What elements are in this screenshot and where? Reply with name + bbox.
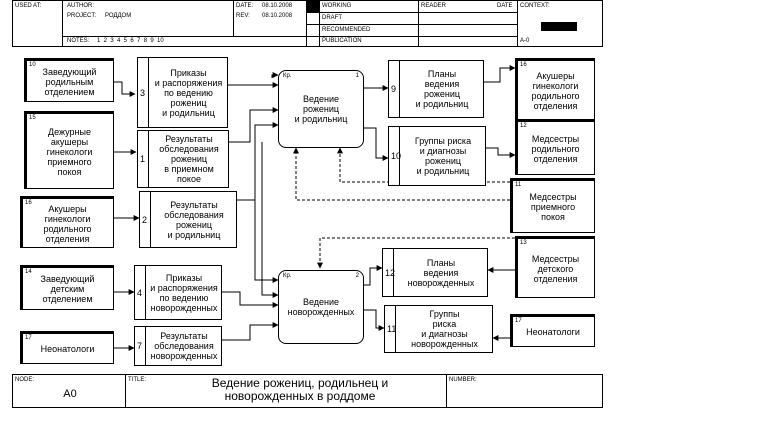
external-e14[interactable]: 14 Заведующий детским отделением <box>20 265 114 310</box>
project-label: PROJECT: <box>67 13 97 19</box>
number-label: NUMBER: <box>449 377 477 383</box>
context-node: A-0 <box>520 38 530 44</box>
external-number: 10 <box>29 62 36 68</box>
store-s1[interactable]: 1 Результаты обследования рожениц в прие… <box>137 130 229 188</box>
store-divider <box>148 131 149 187</box>
store-number: 9 <box>391 84 397 94</box>
external-number: 13 <box>520 240 527 246</box>
store-s11[interactable]: 11 Группы риска и диагнозы новорожденных <box>384 305 493 353</box>
node-value: A0 <box>63 388 77 400</box>
activity-label: Кр. <box>283 273 292 279</box>
store-divider <box>393 249 394 296</box>
external-number: 14 <box>25 269 32 275</box>
external-e15[interactable]: 15 Дежурные акушеры гинекологи приемного… <box>24 111 114 189</box>
project-value: РОДДОМ <box>105 13 132 19</box>
store-divider <box>399 61 400 117</box>
store-s9[interactable]: 9 Планы ведения рожениц и родильниц <box>388 60 484 118</box>
store-number: 3 <box>140 87 146 98</box>
activity-text: Ведение рожениц и родильниц <box>294 94 348 124</box>
store-number: 10 <box>391 151 402 161</box>
external-number: 11 <box>515 182 522 188</box>
external-number: 16 <box>520 62 527 68</box>
status-recommended: RECOMMENDED <box>322 27 371 33</box>
activity-2[interactable]: Кр. 2 Ведение новорожденных <box>278 270 364 344</box>
store-number: 4 <box>137 287 143 298</box>
external-number: 17 <box>515 318 522 324</box>
store-divider <box>399 127 400 185</box>
store-s4[interactable]: 4 Приказы и распоряжения по ведению ново… <box>134 265 222 320</box>
store-s2[interactable]: 2 Результаты обследования рожениц и роди… <box>139 191 237 248</box>
activity-label: Кр. <box>283 73 292 79</box>
status-draft: DRAFT <box>322 15 342 21</box>
rev-label: REV: <box>236 13 250 19</box>
status-publication: PUBLICATION <box>322 38 362 44</box>
store-divider <box>150 192 151 247</box>
store-text: Приказы и распоряжения по ведению новоро… <box>150 272 218 313</box>
store-number: 1 <box>140 154 146 164</box>
store-text: Результаты обследования новорожденных <box>150 331 218 361</box>
external-text: Акушеры гинекологи родильного отделения <box>43 203 92 244</box>
title-label: TITLE: <box>128 377 147 383</box>
external-text: Неонатологи <box>526 327 580 337</box>
external-text: Медсестры детского отделения <box>531 253 580 284</box>
store-text: Планы ведения новорожденных <box>407 257 475 288</box>
reader-label: READER <box>421 3 447 9</box>
date-value: 08.10.2008 <box>262 3 293 9</box>
external-text: Медсестры приемного покоя <box>529 192 577 222</box>
store-number: 2 <box>142 214 148 225</box>
store-divider <box>145 266 146 319</box>
rev-value: 08.10.2008 <box>262 13 293 19</box>
external-e16a[interactable]: 16 Акушеры гинекологи родильного отделен… <box>20 196 114 248</box>
store-divider <box>148 58 149 127</box>
store-number: 12 <box>385 267 396 278</box>
external-e17a[interactable]: 17 Неонатологи <box>20 331 114 364</box>
date-label: DATE: <box>236 3 254 9</box>
external-text: Неонатологи <box>40 344 95 354</box>
external-text: Заведующий детским отделением <box>40 274 95 304</box>
store-divider <box>395 306 396 352</box>
store-number: 11 <box>387 324 397 334</box>
store-divider <box>145 327 146 365</box>
activity-number: 1 <box>355 73 359 79</box>
store-text: Результаты обследования рожениц и родиль… <box>164 199 224 240</box>
external-number: 16 <box>25 200 32 206</box>
external-e10[interactable]: 10 Заведующий родильным отделением <box>24 58 114 102</box>
notes-label: NOTES: <box>67 38 90 44</box>
node-label: NODE: <box>15 377 35 383</box>
diagram-title: Ведение рожениц, родильнец и новорожденн… <box>211 376 389 403</box>
context-label: CONTEXT: <box>520 3 550 9</box>
status-working: WORKING <box>322 3 352 9</box>
activity-number: 2 <box>355 273 359 279</box>
external-text: Медсестры родильного отделения <box>531 133 580 164</box>
store-text: Планы ведения рожениц и родильниц <box>415 69 469 109</box>
external-text: Заведующий родильным отделением <box>42 66 97 97</box>
external-number: 12 <box>520 123 527 129</box>
external-number: 15 <box>29 115 36 121</box>
external-e13[interactable]: 13 Медсестры детского отделения <box>515 236 595 298</box>
store-text: Приказы и распоряжения по ведению рожени… <box>154 67 223 118</box>
store-text: Результаты обследования рожениц в приемн… <box>159 134 219 184</box>
external-e12[interactable]: 12 Медсестры родильного отделения <box>515 119 595 175</box>
store-text: Группы риска и диагнозы рожениц и родиль… <box>414 136 472 176</box>
activity-text: Ведение новорожденных <box>287 297 355 317</box>
external-text: Акушеры гинекологи родильного отделения <box>531 70 580 111</box>
external-number: 17 <box>25 335 32 341</box>
store-text: Группы риска и диагнозы новорожденных <box>411 309 478 349</box>
reader-date-label: DATE <box>497 3 513 9</box>
used-at-label: USED AT: <box>15 3 42 9</box>
external-e17b[interactable]: 17 Неонатологи <box>510 314 595 347</box>
store-s7[interactable]: 7 Результаты обследования новорожденных <box>134 326 222 366</box>
external-e11[interactable]: 11 Медсестры приемного покоя <box>510 178 595 233</box>
external-e16b[interactable]: 16 Акушеры гинекологи родильного отделен… <box>515 58 595 120</box>
activity-1[interactable]: Кр. 1 Ведение рожениц и родильниц <box>278 70 364 148</box>
store-s12[interactable]: 12 Планы ведения новорожденных <box>382 248 488 297</box>
external-text: Дежурные акушеры гинекологи приемного по… <box>46 126 93 177</box>
store-s3[interactable]: 3 Приказы и распоряжения по ведению роже… <box>137 57 228 128</box>
store-number: 7 <box>137 341 143 351</box>
author-label: AUTHOR: <box>67 3 94 9</box>
store-s10[interactable]: 10 Группы риска и диагнозы рожениц и род… <box>388 126 486 186</box>
notes-numbers: 1 2 3 4 5 6 7 8 9 10 <box>97 38 164 44</box>
